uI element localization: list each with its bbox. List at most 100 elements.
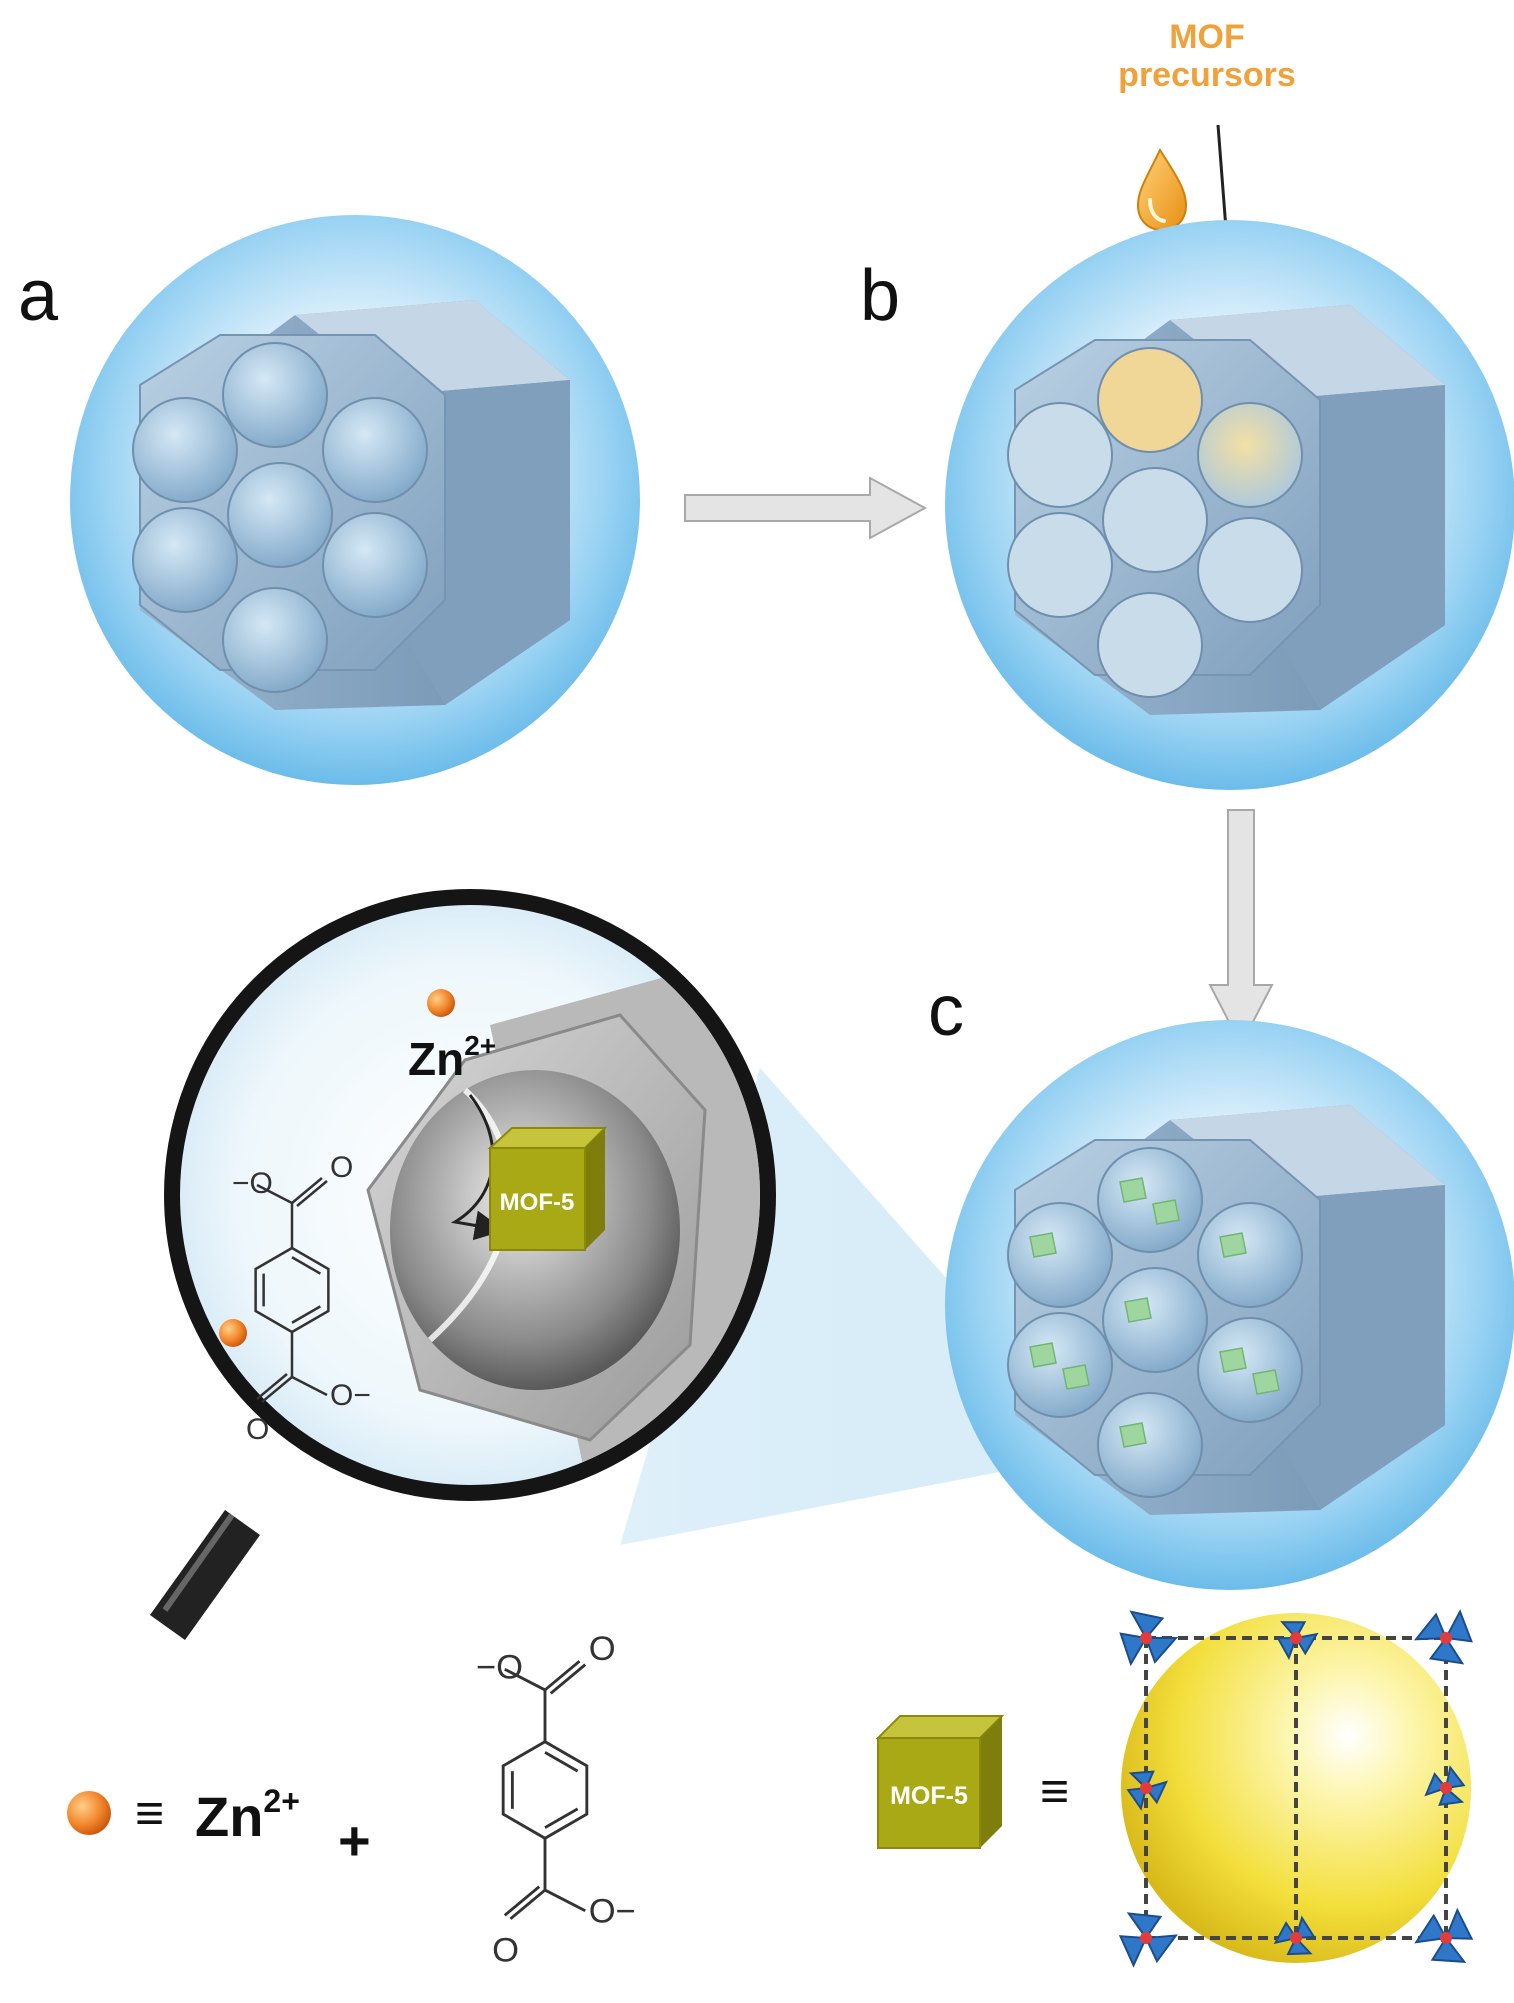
ring-double-bond [544, 1751, 579, 1773]
bond [291, 1375, 328, 1397]
mof5-label-lens: MOF-5 [500, 1189, 575, 1216]
oxygen-anion-label: −O [232, 1167, 273, 1200]
zn-tetrahedron [1414, 1913, 1448, 1944]
zn-tetrahedron [1276, 1636, 1298, 1661]
monolith-pore [322, 397, 428, 503]
bond [296, 1180, 328, 1207]
zn-tetrahedron [1144, 1637, 1179, 1664]
monolith-pore [222, 587, 328, 693]
zn-tetrahedron [1280, 1621, 1307, 1640]
precursor-label-line2: precursors [1118, 56, 1296, 94]
zn-tetrahedron [1444, 1609, 1473, 1643]
monolith-pore [132, 397, 238, 503]
oxygen-node [1440, 1932, 1452, 1944]
zn-tetrahedron [1430, 1936, 1467, 1963]
monolith-pore [322, 512, 428, 618]
terephthalate-legend: O −O O O− [476, 1630, 636, 1969]
monolith-pore [1007, 1312, 1113, 1418]
mof-crystal [1119, 1422, 1147, 1448]
precursor-label-line1: MOF [1169, 18, 1245, 56]
mof5-cage-framework [1118, 1609, 1474, 1968]
zn-tetrahedron [1286, 1936, 1313, 1956]
bond [256, 1373, 288, 1400]
zn-tetrahedron [1428, 1636, 1465, 1665]
monolith-b [1007, 305, 1445, 715]
oxygen-node [1140, 1632, 1152, 1644]
monolith-c [1007, 1105, 1445, 1515]
oxygen-anion-label: O− [589, 1892, 636, 1930]
monolith-a [132, 300, 570, 710]
monolith-pore [1097, 347, 1203, 453]
ring-double-bond [291, 1305, 321, 1324]
mof-crystal [1252, 1369, 1280, 1395]
bond [291, 1177, 323, 1204]
ring-double-bond [544, 1807, 579, 1829]
monolith-pore [1197, 402, 1303, 508]
ring-double-bond [291, 1256, 321, 1275]
monolith-pore [1007, 1202, 1113, 1308]
monolith-pore [1102, 467, 1208, 573]
oxygen-node [1290, 1632, 1302, 1644]
monolith-pore [132, 507, 238, 613]
monolith-pore [222, 342, 328, 448]
magnifier-handle-highlight [162, 1513, 235, 1612]
mof5-cube-lens: MOF-5 [487, 1127, 608, 1251]
zn-tetrahedron [1126, 1786, 1148, 1811]
terephthalate-structure: O−OOO− [232, 1151, 371, 1446]
monolith-pore [227, 462, 333, 568]
zn-ball-lens-lower [219, 1319, 247, 1347]
zn-tetrahedron [1444, 1765, 1466, 1790]
bond [509, 1888, 546, 1920]
mof5-label-legend: MOF-5 [890, 1782, 968, 1810]
monolith-pore [1097, 592, 1203, 698]
magnifier-icon [164, 889, 776, 1501]
mof-crystal [1124, 1297, 1152, 1323]
oxygen-anion-label: O− [330, 1379, 371, 1412]
bond [544, 1660, 581, 1692]
bond [544, 1888, 586, 1913]
mof-crystal [1219, 1347, 1247, 1373]
zn-tetrahedron [1118, 1935, 1148, 1968]
monolith-pore [1197, 1317, 1303, 1423]
arrow-a-to-b [684, 476, 928, 540]
droplet-icon [1136, 147, 1188, 232]
monolith-pore [1097, 1392, 1203, 1498]
zn-tetrahedron [1294, 1915, 1316, 1940]
zn-ball-icon [427, 989, 455, 1017]
oxygen-node [1140, 1782, 1152, 1794]
zn-label-lens: Zn2+ [408, 1030, 496, 1085]
plus-sign: + [338, 1809, 371, 1872]
panel-label-c: c [928, 971, 964, 1051]
magnifier-handle [150, 1510, 260, 1640]
zn-ball-legend [67, 1791, 111, 1835]
zn-tetrahedron [1129, 1610, 1165, 1640]
mof-crystal [1152, 1199, 1180, 1225]
monolith-pore [1197, 517, 1303, 623]
equiv-symbol-left: ≡ [135, 1785, 164, 1841]
panel-label-b: b [860, 256, 900, 336]
oxygen-node [1440, 1632, 1452, 1644]
oxygen-node [1440, 1782, 1452, 1794]
bond [261, 1376, 293, 1403]
panel-label-a: a [18, 256, 59, 336]
monolith-top-face [1170, 1105, 1445, 1200]
equiv-symbol-right: ≡ [1040, 1763, 1069, 1819]
zn-tetrahedron [1413, 1612, 1448, 1641]
bond [503, 1885, 541, 1917]
mof-crystal [1219, 1232, 1247, 1258]
monolith-pore [1007, 402, 1113, 508]
monolith-top-face [295, 300, 570, 395]
mof5-cube-icon: MOF-5 [875, 1715, 1005, 1849]
zn-tetrahedron [1126, 1912, 1163, 1940]
monolith-pore [1197, 1202, 1303, 1308]
bond [549, 1663, 587, 1695]
oxygen-anion-label: −O [476, 1648, 523, 1686]
oxygen-label: O [589, 1630, 616, 1668]
monolith-pore [1007, 512, 1113, 618]
oxygen-label: O [330, 1151, 353, 1184]
zn-tetrahedron [1119, 1632, 1148, 1667]
oxygen-label: O [492, 1931, 519, 1969]
zoom-cone [620, 1068, 1010, 1545]
zn-tetrahedron [1144, 1934, 1179, 1964]
